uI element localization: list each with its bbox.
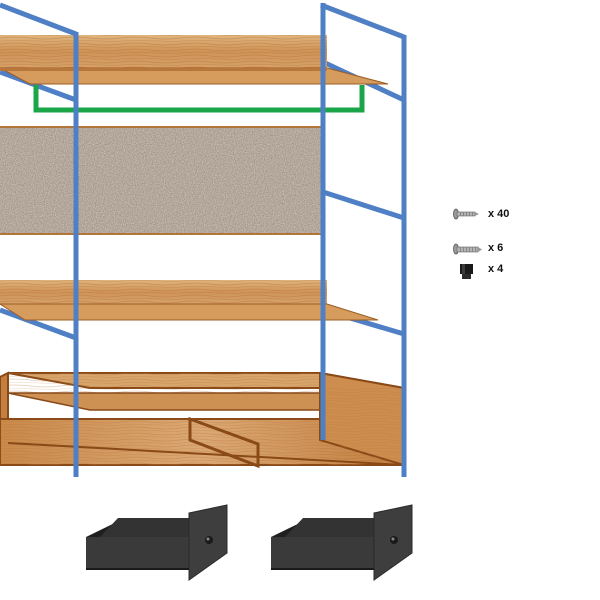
leveling-foot-icon [460, 264, 473, 279]
frame-front-posts [0, 2, 407, 477]
top-shelf [0, 35, 389, 85]
drawer-1 [86, 504, 228, 581]
carpet-panel [0, 126, 323, 235]
bottom-drawer-box [0, 371, 405, 469]
drawer-2 [271, 504, 413, 581]
short-screw-icon [453, 208, 479, 220]
hanging-rail [33, 85, 365, 113]
middle-shelf [0, 280, 379, 321]
leveling-foot-quantity: x 4 [488, 263, 504, 275]
long-screw-icon [453, 243, 482, 255]
long-screw-quantity: x 6 [488, 242, 504, 254]
short-screw-quantity: x 40 [488, 208, 510, 220]
